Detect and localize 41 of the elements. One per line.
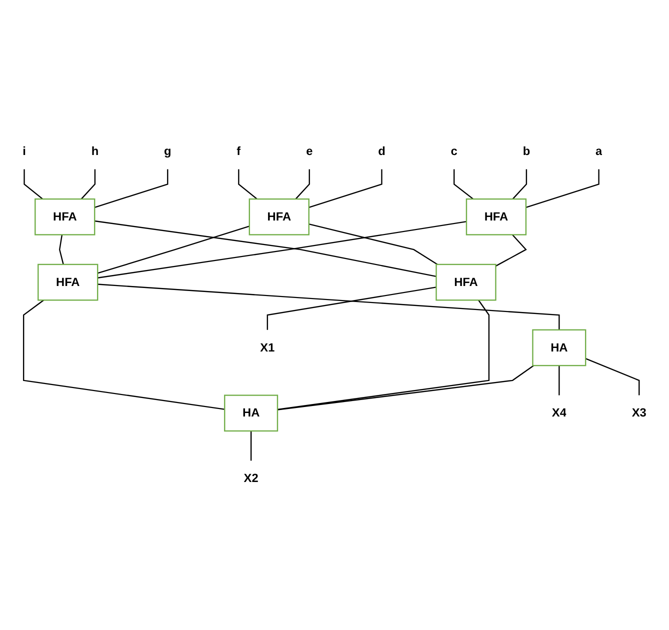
- node-box: HFA: [436, 264, 496, 301]
- connector: [558, 366, 560, 396]
- connector: [23, 300, 225, 410]
- node-text: e: [306, 144, 313, 158]
- node-text: h: [91, 144, 99, 158]
- connector: [308, 169, 382, 208]
- node-text: g: [164, 144, 172, 158]
- connector: [295, 169, 310, 200]
- connector: [277, 300, 490, 410]
- connector: [24, 169, 44, 200]
- node-text: X2: [244, 472, 258, 486]
- node-text: i: [22, 144, 26, 158]
- node-text: f: [236, 144, 241, 158]
- connector: [97, 226, 250, 274]
- connector: [308, 224, 438, 265]
- node-text: b: [522, 144, 530, 158]
- connector: [94, 169, 168, 208]
- node-text: d: [378, 144, 386, 158]
- node-box: HFA: [248, 198, 310, 236]
- node-text: X4: [552, 406, 566, 420]
- node-text: X1: [260, 341, 275, 354]
- connector: [250, 430, 252, 461]
- node-box: HFA: [466, 198, 527, 236]
- node-text: a: [595, 144, 602, 158]
- node-box: HA: [532, 329, 586, 366]
- connector: [277, 365, 534, 410]
- connector: [266, 286, 436, 330]
- connector: [585, 358, 640, 396]
- connector: [59, 234, 64, 265]
- connector: [454, 169, 474, 200]
- connector: [80, 169, 96, 200]
- connector: [512, 169, 528, 200]
- connector: [238, 169, 258, 200]
- connector: [526, 169, 600, 208]
- node-text: c: [450, 144, 458, 158]
- node-box: HFA: [38, 264, 98, 301]
- node-text: X3: [632, 406, 646, 420]
- node-box: HA: [224, 394, 278, 432]
- connector: [495, 234, 527, 267]
- connector: [98, 284, 560, 330]
- node-box: HFA: [34, 198, 96, 236]
